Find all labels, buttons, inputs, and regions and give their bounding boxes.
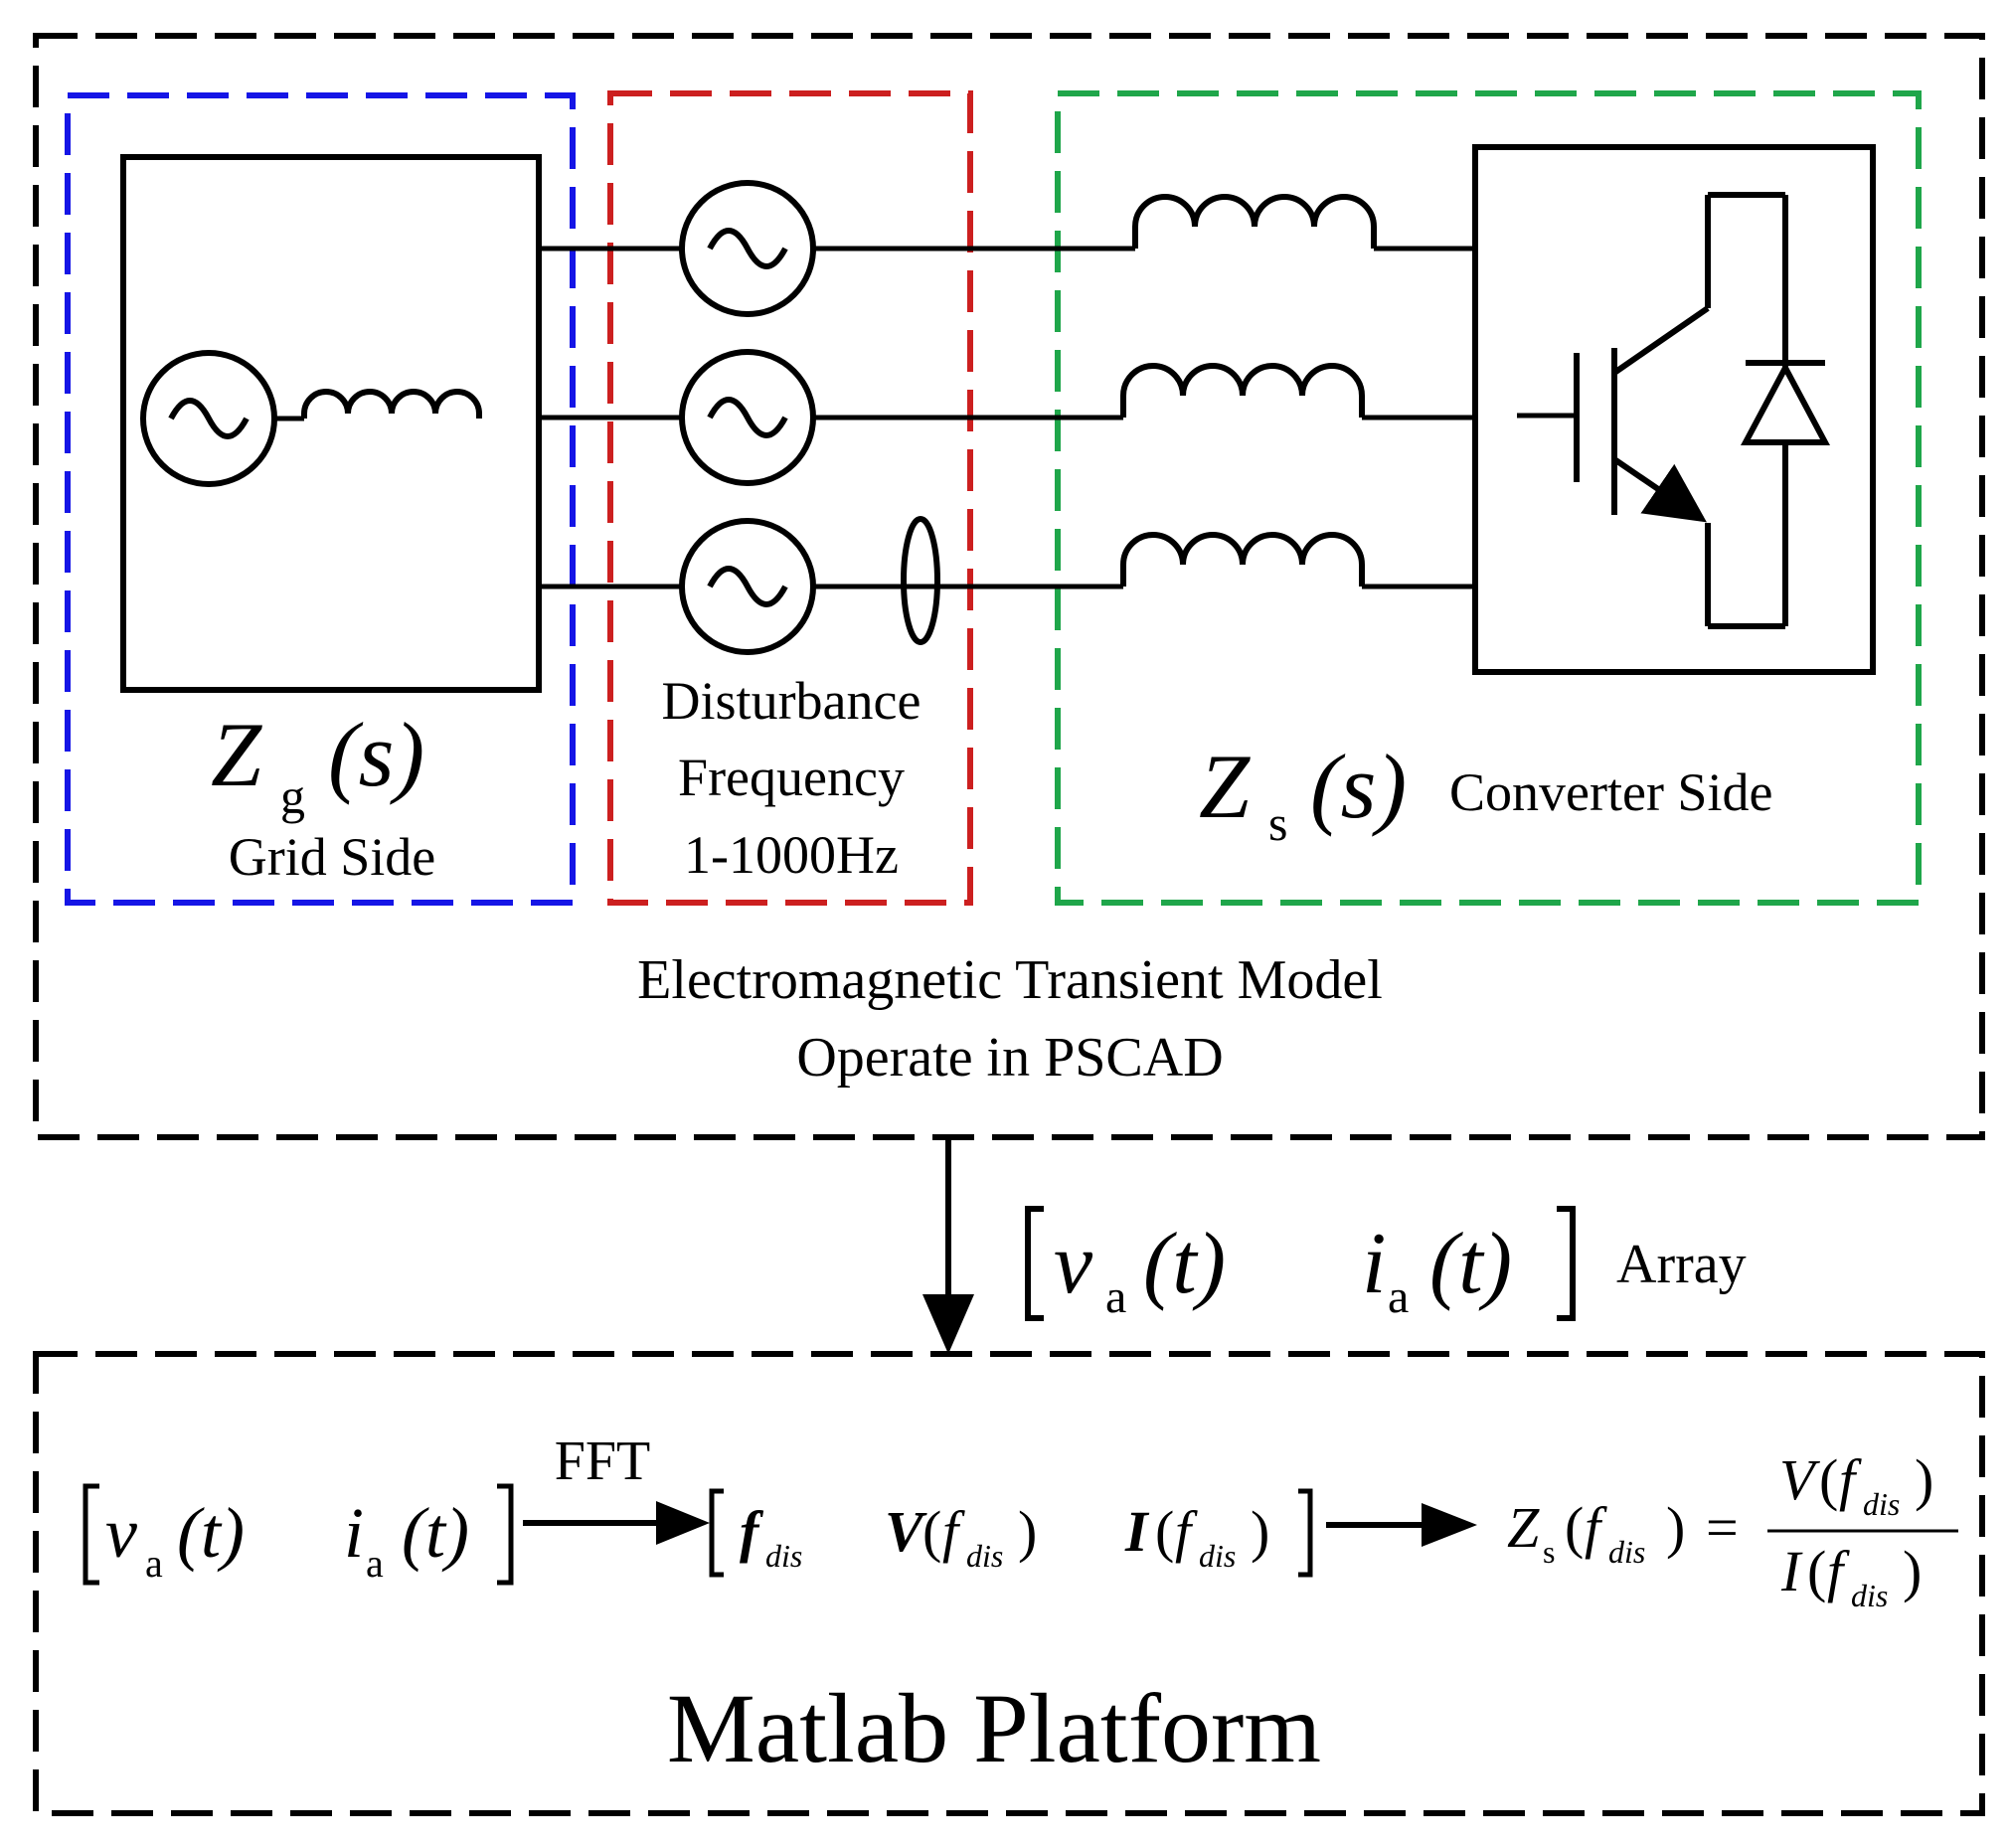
equation-denominator-symbol: I [1780, 1539, 1803, 1603]
ac-source-icon [679, 518, 816, 655]
converter-impedance-subscript: s [1268, 795, 1287, 851]
grid-impedance-argument: (s) [328, 704, 424, 805]
arrow-down-icon [922, 1137, 974, 1354]
impedance-equation: Z s ( f dis ) = V ( f dis ) I ( f dis ) [1507, 1447, 1958, 1613]
equation-lhs-open: ( [1565, 1495, 1584, 1560]
equation-numerator-close: ) [1915, 1447, 1933, 1512]
equation-numerator-f: f [1839, 1447, 1862, 1512]
equation-lhs-subscript: s [1543, 1534, 1555, 1570]
arrow-right-icon [523, 1501, 710, 1545]
ac-source-icon [679, 349, 816, 486]
grid-impedance-subscript: g [280, 768, 305, 824]
igbt-icon [1517, 192, 1788, 629]
spectrum-I-symbol: I [1124, 1499, 1150, 1564]
spectrum-I-open: ( [1155, 1499, 1174, 1564]
spectrum-I-subscript: dis [1199, 1538, 1236, 1574]
grid-side-border [65, 92, 576, 906]
ac-source-icon [679, 180, 816, 317]
grid-impedance-symbol: Z [211, 704, 262, 805]
equation-lhs-f: f [1585, 1495, 1607, 1560]
arrow-right-icon [1326, 1503, 1477, 1547]
equation-lhs-fsub: dis [1608, 1534, 1645, 1570]
converter-impedance-argument: (s) [1310, 736, 1407, 837]
spectrum-V-subscript: dis [966, 1538, 1003, 1574]
spectrum-V-f: f [942, 1499, 965, 1564]
disturbance-border [607, 90, 973, 906]
array-i-argument: (t) [1429, 1216, 1512, 1312]
matlab-platform-title: Matlab Platform [667, 1673, 1321, 1783]
equation-numerator-symbol: V [1779, 1447, 1821, 1512]
fft-label: FFT [555, 1430, 651, 1492]
inductor-icon [1120, 532, 1365, 587]
emt-model-border [33, 33, 1985, 1140]
input-i-symbol: i [344, 1493, 364, 1573]
disturbance-label-line1: Disturbance [662, 671, 921, 731]
converter-side-label: Converter Side [1449, 762, 1772, 822]
ac-source-icon [140, 350, 277, 487]
emt-model-title-line1: Electromagnetic Transient Model [637, 949, 1383, 1011]
array-transfer-label: v a (t) i a (t) Array [1025, 1206, 1747, 1323]
inductor-icon [1132, 194, 1377, 249]
converter-side-border [1055, 90, 1922, 906]
spectrum-V-symbol: V [885, 1499, 927, 1564]
input-i-argument: (t) [402, 1493, 469, 1573]
input-i-subscript: a [366, 1541, 384, 1586]
matlab-spectrum-array: f dis V ( f dis ) I ( f dis ) [709, 1488, 1313, 1578]
spectrum-I-f: f [1175, 1499, 1198, 1564]
input-v-subscript: a [145, 1541, 163, 1586]
input-v-symbol: v [105, 1493, 137, 1573]
array-label: Array [1616, 1234, 1747, 1295]
equation-denominator-subscript: dis [1851, 1578, 1888, 1613]
array-v-symbol: v [1054, 1216, 1093, 1312]
disturbance-label-line3: 1-1000Hz [684, 825, 899, 885]
converter-impedance-symbol: Z [1199, 736, 1251, 837]
equation-lhs-close: ) [1666, 1495, 1685, 1560]
grid-equivalent-box [120, 154, 542, 693]
current-probe-icon [901, 516, 940, 645]
spectrum-I-close: ) [1251, 1499, 1269, 1564]
equation-denominator-open: ( [1807, 1539, 1826, 1603]
equation-denominator-f: f [1827, 1539, 1850, 1603]
converter-box [1472, 144, 1876, 675]
matlab-input-array: v a (t) i a (t) [83, 1483, 514, 1586]
matlab-platform-border [33, 1351, 1985, 1816]
array-i-subscript: a [1388, 1270, 1409, 1323]
diode-icon [1741, 360, 1830, 445]
equation-denominator-close: ) [1903, 1539, 1922, 1603]
input-v-argument: (t) [177, 1493, 245, 1573]
spectrum-V-close: ) [1018, 1499, 1037, 1564]
disturbance-label-line2: Frequency [678, 748, 905, 807]
inductor-icon [1120, 363, 1365, 418]
spectrum-V-open: ( [922, 1499, 941, 1564]
emt-model-title-line2: Operate in PSCAD [796, 1027, 1223, 1089]
inductor-icon [301, 389, 482, 419]
equation-lhs-symbol: Z [1507, 1495, 1540, 1560]
array-i-symbol: i [1362, 1216, 1386, 1312]
array-v-argument: (t) [1143, 1216, 1226, 1312]
equation-equals: = [1706, 1495, 1739, 1560]
spectrum-f-subscript: dis [765, 1538, 802, 1574]
equation-numerator-subscript: dis [1863, 1486, 1900, 1522]
grid-side-label: Grid Side [229, 827, 436, 887]
array-v-subscript: a [1105, 1270, 1126, 1323]
spectrum-f-symbol: f [740, 1499, 764, 1564]
equation-numerator-open: ( [1819, 1447, 1838, 1512]
